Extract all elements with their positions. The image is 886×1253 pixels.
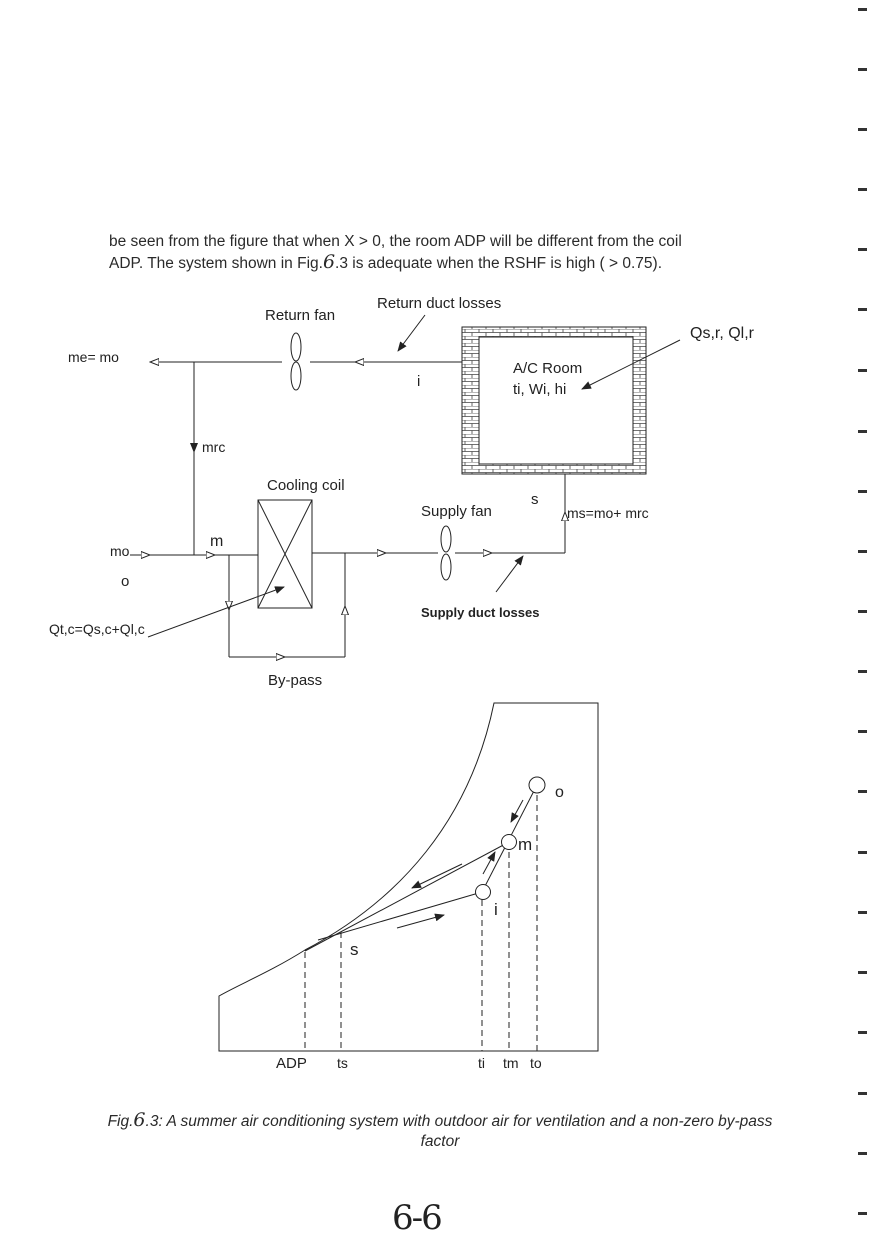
caption-text: .3: A summer air conditioning system wit… [145,1113,773,1150]
chart-frame [218,702,599,1052]
psychrometric-chart [218,702,599,1052]
axis-label-ti: ti [478,1055,485,1071]
room-title: A/C Room [513,360,582,377]
chart-label-m: m [518,835,532,854]
caption-figure-number: 6 [133,1109,146,1131]
supply-duct-losses-label: Supply duct losses [421,605,539,620]
return-fan-icon [290,332,302,391]
supply-mass-label: ms=mo+ mrc [567,505,649,521]
point-s-label: s [531,491,539,508]
room-loads-arrow [581,339,681,390]
exhaust-mass-label: me= mo [68,349,119,365]
state-point-i [475,884,491,900]
axis-label-ts: ts [337,1055,348,1071]
arrow-o-to-m [510,799,524,823]
point-m-label: m [210,533,223,550]
recirc-mass-label: mrc [202,439,225,455]
line-i-to-s [317,891,483,941]
bypass-duct [229,553,345,657]
coil-load-arrow [147,586,285,638]
paragraph-line-2c: .3 is adequate when the RSHF is high ( >… [335,255,663,272]
arrow-m-to-adp [411,863,463,889]
supply-fan-icon [440,525,452,581]
supply-fan-label: Supply fan [421,503,492,520]
line-m-to-adp [304,841,510,952]
handwritten-figure-number: 6 [322,251,336,273]
state-point-m [501,834,517,850]
axis-label-tm: tm [503,1055,519,1071]
coil-load-label: Qt,c=Qs,c+Ql,c [49,621,145,637]
axis-label-to: to [530,1055,542,1071]
arrow-i-to-m [482,851,496,875]
axis-label-adp: ADP [276,1055,307,1072]
cooling-coil-icon [257,499,313,609]
temperature-guides [304,795,538,1051]
room-state-label: ti, Wi, hi [513,381,566,398]
bypass-label: By-pass [268,672,322,689]
caption-prefix: Fig. [107,1113,134,1130]
paragraph-line-1: be seen from the figure that when X > 0,… [109,233,682,250]
point-i-label: i [417,373,420,390]
intro-paragraph: be seen from the figure that when X > 0,… [109,232,769,274]
ac-room-interior [478,336,634,465]
chart-label-i: i [494,900,498,919]
chart-label-o: o [555,784,564,801]
outdoor-mass-label: mo [110,543,130,559]
supply-duct-losses-arrow [495,555,524,593]
cooling-coil-label: Cooling coil [267,477,345,494]
state-point-o [528,776,546,794]
return-duct-losses-label: Return duct losses [377,295,501,312]
figure-caption: Fig.6.3: A summer air conditioning syste… [90,1110,790,1152]
point-o-label: o [121,573,129,590]
chart-label-s: s [350,940,359,959]
paragraph-line-2a: ADP. The system shown in Fig. [109,255,323,272]
schematic-diagram [130,314,681,657]
return-fan-label: Return fan [265,307,335,324]
return-duct-losses-arrow [397,314,426,352]
page-number: 6-6 [392,1198,443,1238]
arrow-s-to-i [396,913,445,929]
room-loads-label: Qs,r, Ql,r [690,325,755,342]
